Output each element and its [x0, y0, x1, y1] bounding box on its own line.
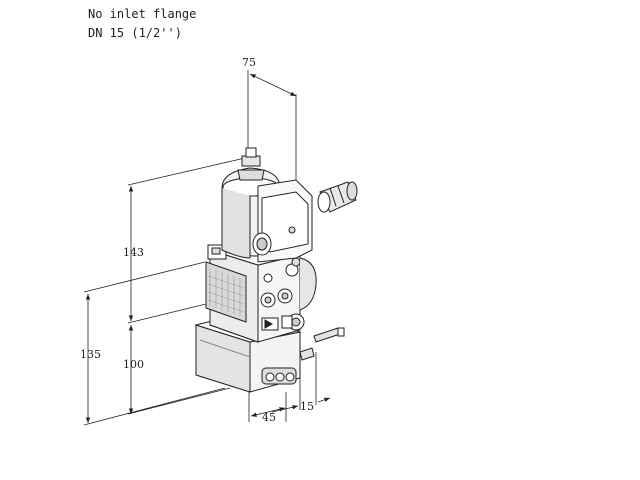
dimension-75: 75: [242, 56, 256, 69]
test-nipple-upper: [313, 327, 345, 343]
dimension-143: 143: [123, 246, 144, 259]
test-nipple-lower: [299, 347, 315, 361]
caption-size: DN 15 (1/2''): [88, 26, 182, 40]
cable-gland: [317, 181, 358, 213]
dimension-135: 135: [80, 348, 101, 361]
caption-flange: No inlet flange: [88, 7, 197, 21]
valve-body: [194, 147, 317, 393]
dimension-45: 45: [262, 411, 276, 424]
dimension-15: 15: [300, 400, 314, 413]
dimension-100: 100: [123, 358, 144, 371]
